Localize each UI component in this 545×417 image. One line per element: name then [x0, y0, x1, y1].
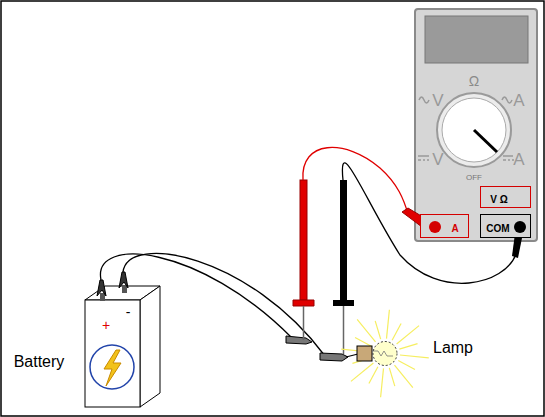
- dc-symbol: [418, 156, 429, 160]
- dc-amp-label-holder: A: [513, 151, 524, 169]
- dc-volt-label: V: [432, 150, 443, 169]
- filament: [372, 351, 393, 356]
- jack-box: V Ω: [480, 186, 531, 208]
- polarity-mark: -: [126, 304, 131, 320]
- polarity-mark-holder: +: [102, 316, 110, 334]
- light-ray: [381, 368, 384, 397]
- battery-label-holder: Battery: [14, 353, 65, 371]
- ac-volt-label: V: [432, 91, 443, 110]
- off-label-holder: OFF: [466, 166, 482, 184]
- lamp-label: Lamp: [433, 339, 473, 356]
- light-ray: [399, 344, 417, 349]
- light-ray: [351, 363, 373, 381]
- dc-symbol: [503, 156, 514, 160]
- light-ray: [357, 319, 375, 341]
- jack: [513, 220, 527, 234]
- meter-body: [415, 9, 537, 241]
- jack-box: COM: [480, 214, 531, 238]
- light-ray: [355, 337, 372, 346]
- battery-emblem: [90, 345, 134, 389]
- light-ray: [398, 361, 415, 370]
- light-ray: [375, 321, 380, 339]
- light-ray: [386, 310, 389, 339]
- jack-label-holder: V Ω: [490, 189, 507, 207]
- meter-display: [425, 16, 528, 63]
- light-ray: [389, 368, 394, 386]
- light-ray: [400, 355, 429, 358]
- dial-pointer: [474, 130, 497, 152]
- dial-knob: [442, 98, 506, 162]
- off-label: OFF: [466, 173, 482, 182]
- jack: [428, 220, 442, 234]
- light-ray: [394, 365, 412, 387]
- jack-label-holder: A: [451, 218, 458, 236]
- red-probe-guard: [293, 300, 314, 306]
- ac-amp-label: A: [513, 91, 524, 110]
- polarity-mark: +: [102, 317, 110, 333]
- black-probe-guard: [333, 300, 354, 306]
- battery-side: [140, 286, 160, 407]
- ac-symbol: [419, 97, 429, 103]
- battery-front: [85, 300, 140, 407]
- light-ray: [392, 324, 401, 341]
- ac-symbol: [502, 97, 512, 103]
- battery: Battery+-: [85, 286, 160, 407]
- light-ray: [397, 326, 419, 344]
- light-ray: [369, 367, 378, 384]
- lamp-label-holder: Lamp: [433, 339, 473, 357]
- dc-volt-label-holder: V: [432, 151, 443, 169]
- jack: [514, 221, 526, 233]
- lamp-rays: [341, 310, 429, 398]
- wire: [346, 354, 358, 357]
- jack-label: A: [451, 223, 458, 234]
- dial-ring: [437, 93, 511, 167]
- black-probe: [340, 180, 347, 300]
- wire: [123, 253, 325, 356]
- multimeter: Ω V A V A OFF V Ω A COM: [415, 9, 537, 241]
- alligator-clip: [119, 272, 128, 288]
- jack-label: V Ω: [490, 194, 507, 205]
- dc-amp-label: A: [513, 150, 524, 169]
- probe-tip: [343, 306, 345, 354]
- wire: [100, 254, 292, 338]
- jack-box: A: [420, 214, 469, 238]
- alligator-clip: [286, 336, 312, 344]
- lamp-bulb: [373, 342, 397, 366]
- ohm-label: Ω: [469, 73, 479, 89]
- ohm-label-holder: Ω: [469, 72, 479, 90]
- jack-label-holder: COM: [486, 218, 509, 236]
- black-lead: [342, 163, 516, 283]
- jack-label: COM: [486, 223, 509, 234]
- ac-volt-label-holder: V: [432, 92, 443, 110]
- battery-label: Battery: [14, 353, 65, 370]
- probe-tip: [303, 306, 305, 340]
- lamp-base: [357, 346, 372, 361]
- red-probe: [300, 180, 307, 300]
- alligator-clip: [97, 280, 106, 296]
- alligator-clip: [320, 353, 348, 361]
- red-lead: [303, 147, 408, 214]
- ac-amp-label-holder: A: [513, 92, 524, 110]
- polarity-mark-holder: -: [126, 303, 131, 321]
- lightning-bolt: [104, 350, 121, 386]
- jack: [429, 221, 441, 233]
